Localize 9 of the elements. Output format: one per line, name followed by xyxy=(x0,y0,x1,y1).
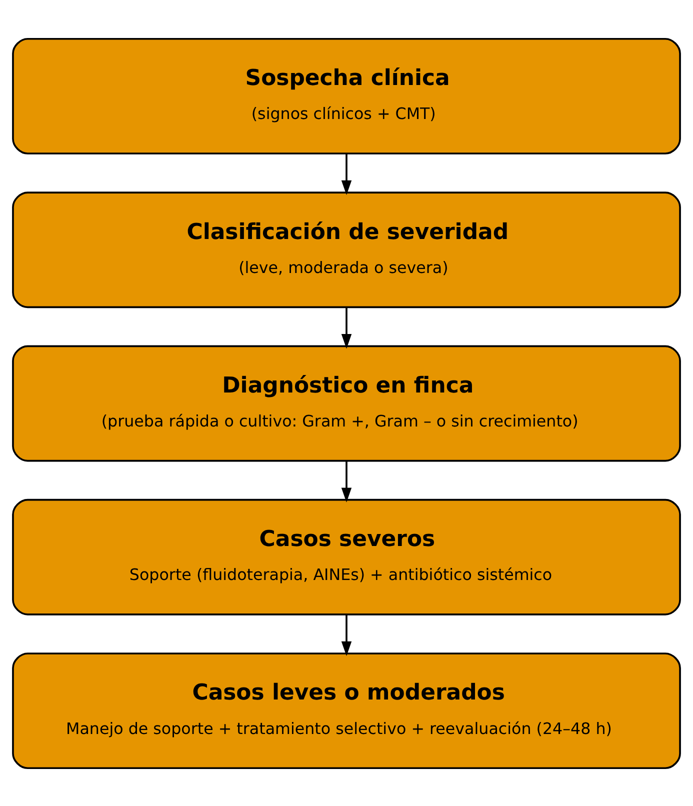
arrow xyxy=(341,153,352,195)
node-box: Casos severos Soporte (fluidoterapia, AINEs) + antibiótico sistémico xyxy=(12,498,681,615)
arrow xyxy=(341,614,352,656)
node-box: Clasificación de severidad (leve, moderada o severa) xyxy=(12,191,681,308)
arrow xyxy=(341,460,352,502)
node-box: Sospecha clínica (signos clínicos + CMT) xyxy=(12,37,681,154)
arrow xyxy=(341,306,352,348)
node-box: Casos leves o moderados Manejo de soporte + tratamiento selectivo + reevaluación (24–48 h) xyxy=(12,652,681,769)
node-box: Diagnóstico en finca (prueba rápida o cultivo: Gram +, Gram – o sin crecimiento) xyxy=(12,344,681,462)
